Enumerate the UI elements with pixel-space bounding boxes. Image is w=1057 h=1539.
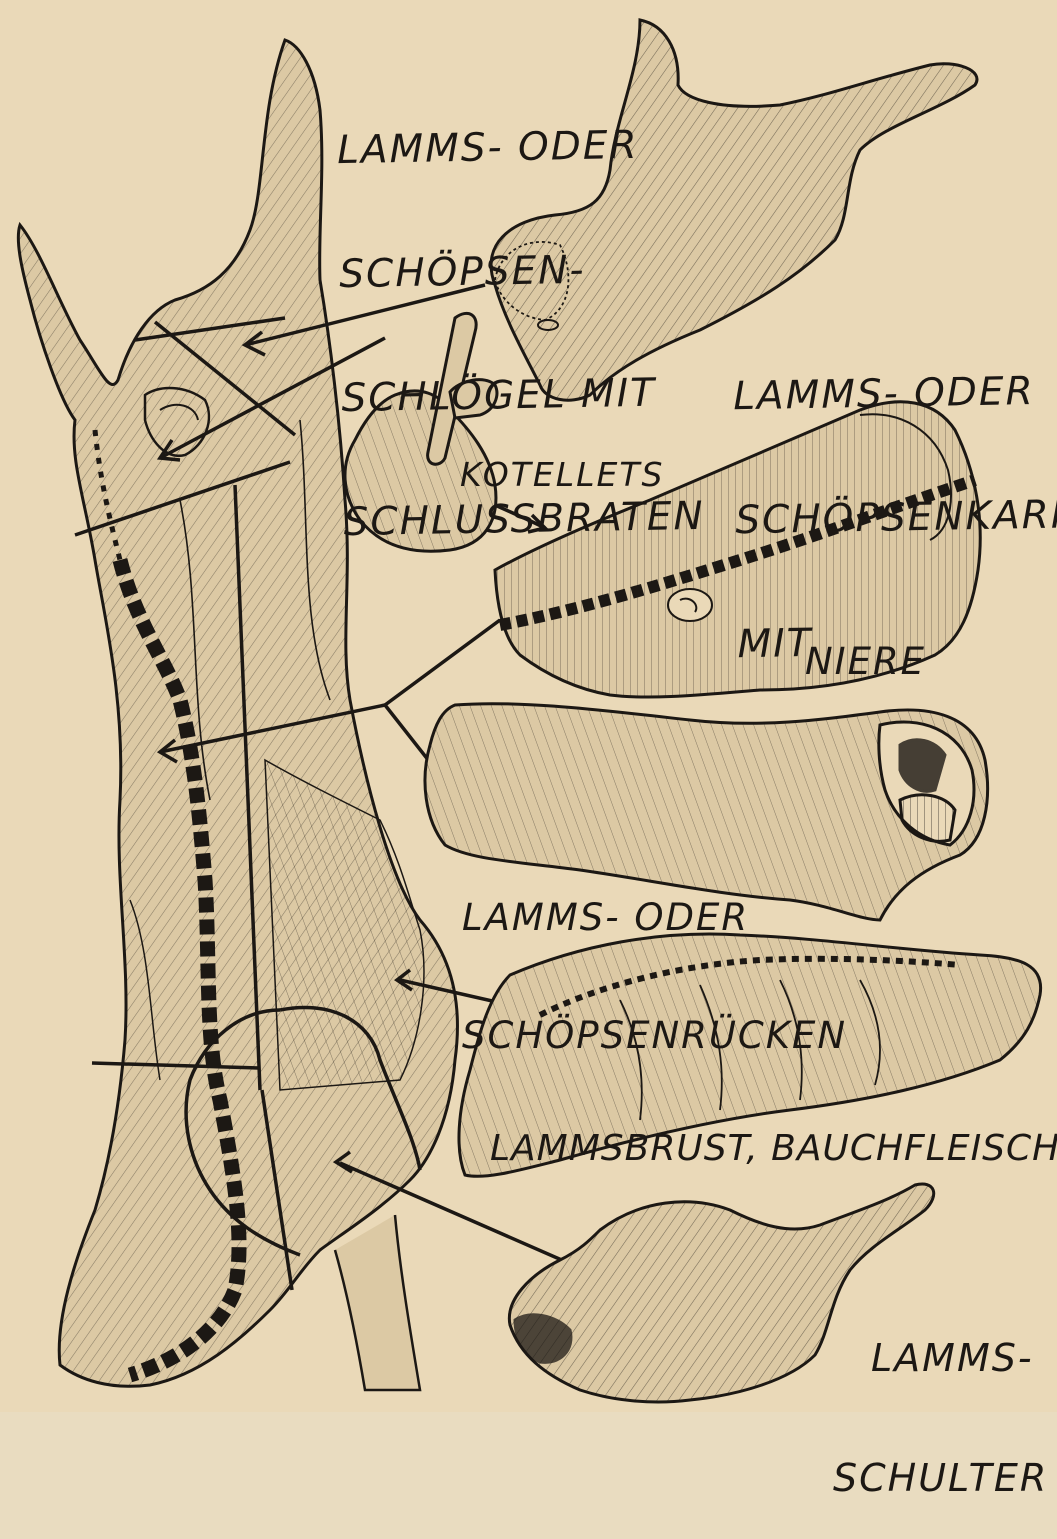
label-breast: LAMMSBRUST, BAUCHFLEISCH (490, 1130, 1057, 1168)
lamb-cuts-diagram: LAMMS- ODER SCHÖPSEN- SCHLÖGEL MIT SCHLU… (0, 0, 1057, 1412)
label-saddle-line-2: SCHÖPSENRÜCKEN (462, 1016, 847, 1055)
label-shoulder: LAMMS- SCHULTER (833, 1257, 1048, 1539)
label-saddle: LAMMS- ODER SCHÖPSENRÜCKEN (462, 820, 847, 1095)
label-rack-line-2: SCHÖPSENKARRÈ (735, 493, 1057, 541)
label-leg-line-2: SCHÖPSEN- (339, 247, 701, 295)
label-leg: LAMMS- ODER SCHÖPSEN- SCHLÖGEL MIT SCHLU… (335, 41, 705, 584)
label-shoulder-line-2: SCHULTER (833, 1458, 1048, 1498)
label-kidney: NIERE (805, 642, 926, 681)
label-rack-line-1: LAMMS- ODER (733, 369, 1057, 417)
label-leg-line-4: SCHLUSSBRATEN (343, 495, 705, 543)
label-chops: KOTELLETS (460, 458, 664, 493)
label-saddle-line-1: LAMMS- ODER (462, 898, 847, 937)
label-leg-line-3: SCHLÖGEL MIT (341, 371, 703, 419)
label-shoulder-line-1: LAMMS- (833, 1338, 1048, 1378)
label-leg-line-1: LAMMS- ODER (337, 124, 699, 172)
